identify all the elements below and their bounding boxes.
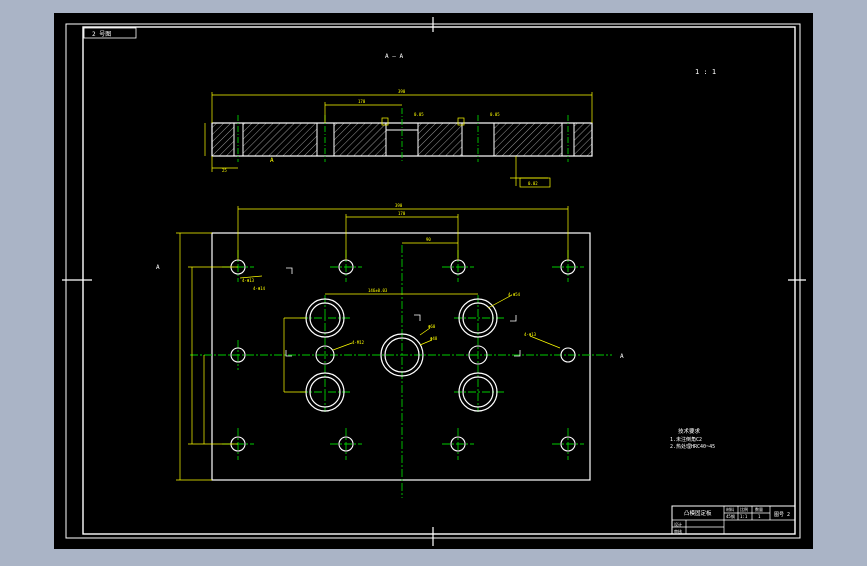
title-block-designer: 设计	[674, 521, 682, 527]
title-block-scale: 1:1	[740, 514, 748, 519]
section-view: 390 170 25 0.05 0.05 0.02 A	[204, 89, 593, 188]
tech-notes: 技术要求 1.未注倒角C2 2.热处理HRC40~45	[670, 427, 715, 450]
title-block-qty: 1	[758, 514, 761, 519]
title-block-name: 凸模固定板	[684, 509, 712, 517]
title-block-checker: 审核	[674, 528, 682, 534]
hatch-seg-6	[574, 123, 592, 156]
stamp-label: 2 号图	[92, 31, 111, 38]
dim-top-flatness: 0.02	[528, 181, 538, 186]
dim-plan-center-bore-2: Φ48	[430, 336, 438, 341]
sheet-background	[54, 13, 813, 549]
title-block-scale-label: 比例	[740, 506, 748, 512]
title-block-material-label: 材料	[726, 506, 734, 512]
section-label: A — A	[385, 53, 403, 60]
title-block: 凸模固定板 材料 45钢 比例 1:1 数量 1 图号 2 设计 审核	[671, 505, 796, 535]
plan-outline	[211, 232, 591, 481]
stamp-box	[83, 27, 137, 39]
dim-plan-big-hole: 4-Φ54	[508, 292, 521, 297]
title-block-drawing-no: 图号 2	[774, 512, 790, 518]
side-marker-right: A	[620, 353, 624, 360]
hatch-seg-5	[494, 123, 562, 156]
dim-plan-side-left: 4-Φ13	[242, 278, 255, 283]
dim-top-overall: 390	[398, 89, 406, 94]
notes-line-2: 2.热处理HRC40~45	[670, 443, 715, 450]
section-marker: A	[270, 157, 274, 164]
plan-view: 390 170 90 146±0.03 4-Φ13 4-Φ14 4-M12 Φ6…	[156, 203, 624, 498]
side-marker-left: A	[156, 264, 160, 271]
title-block-qty-label: 数量	[755, 506, 763, 512]
hatch-seg-1	[212, 123, 234, 156]
dim-plan-inner: 170	[398, 211, 406, 216]
dim-plan-center-bore: Φ60	[428, 324, 436, 329]
dim-top-mid: 170	[358, 99, 366, 104]
dim-plan-hole-center: 146±0.03	[368, 288, 388, 293]
ratio-label: 1 : 1	[695, 68, 716, 76]
dim-top-tol-1: 0.05	[414, 112, 424, 117]
dim-plan-overall: 390	[395, 203, 403, 208]
dim-plan-side-right: 4-Φ13	[524, 332, 537, 337]
title-block-material: 45钢	[726, 513, 735, 519]
dim-top-left-small: 25	[222, 168, 227, 173]
dim-top-tol-2: 0.05	[490, 112, 500, 117]
dim-plan-pitch: 90	[426, 237, 431, 242]
notes-line-1: 1.未注倒角C2	[670, 436, 702, 443]
notes-title: 技术要求	[678, 427, 701, 435]
hatch-seg-4	[418, 123, 462, 156]
dim-plan-hole-label: 4-Φ14	[253, 286, 266, 291]
hatch-seg-3	[334, 123, 386, 156]
dim-plan-counterbore: 4-M12	[352, 340, 365, 345]
hatch-seg-2	[243, 123, 317, 156]
